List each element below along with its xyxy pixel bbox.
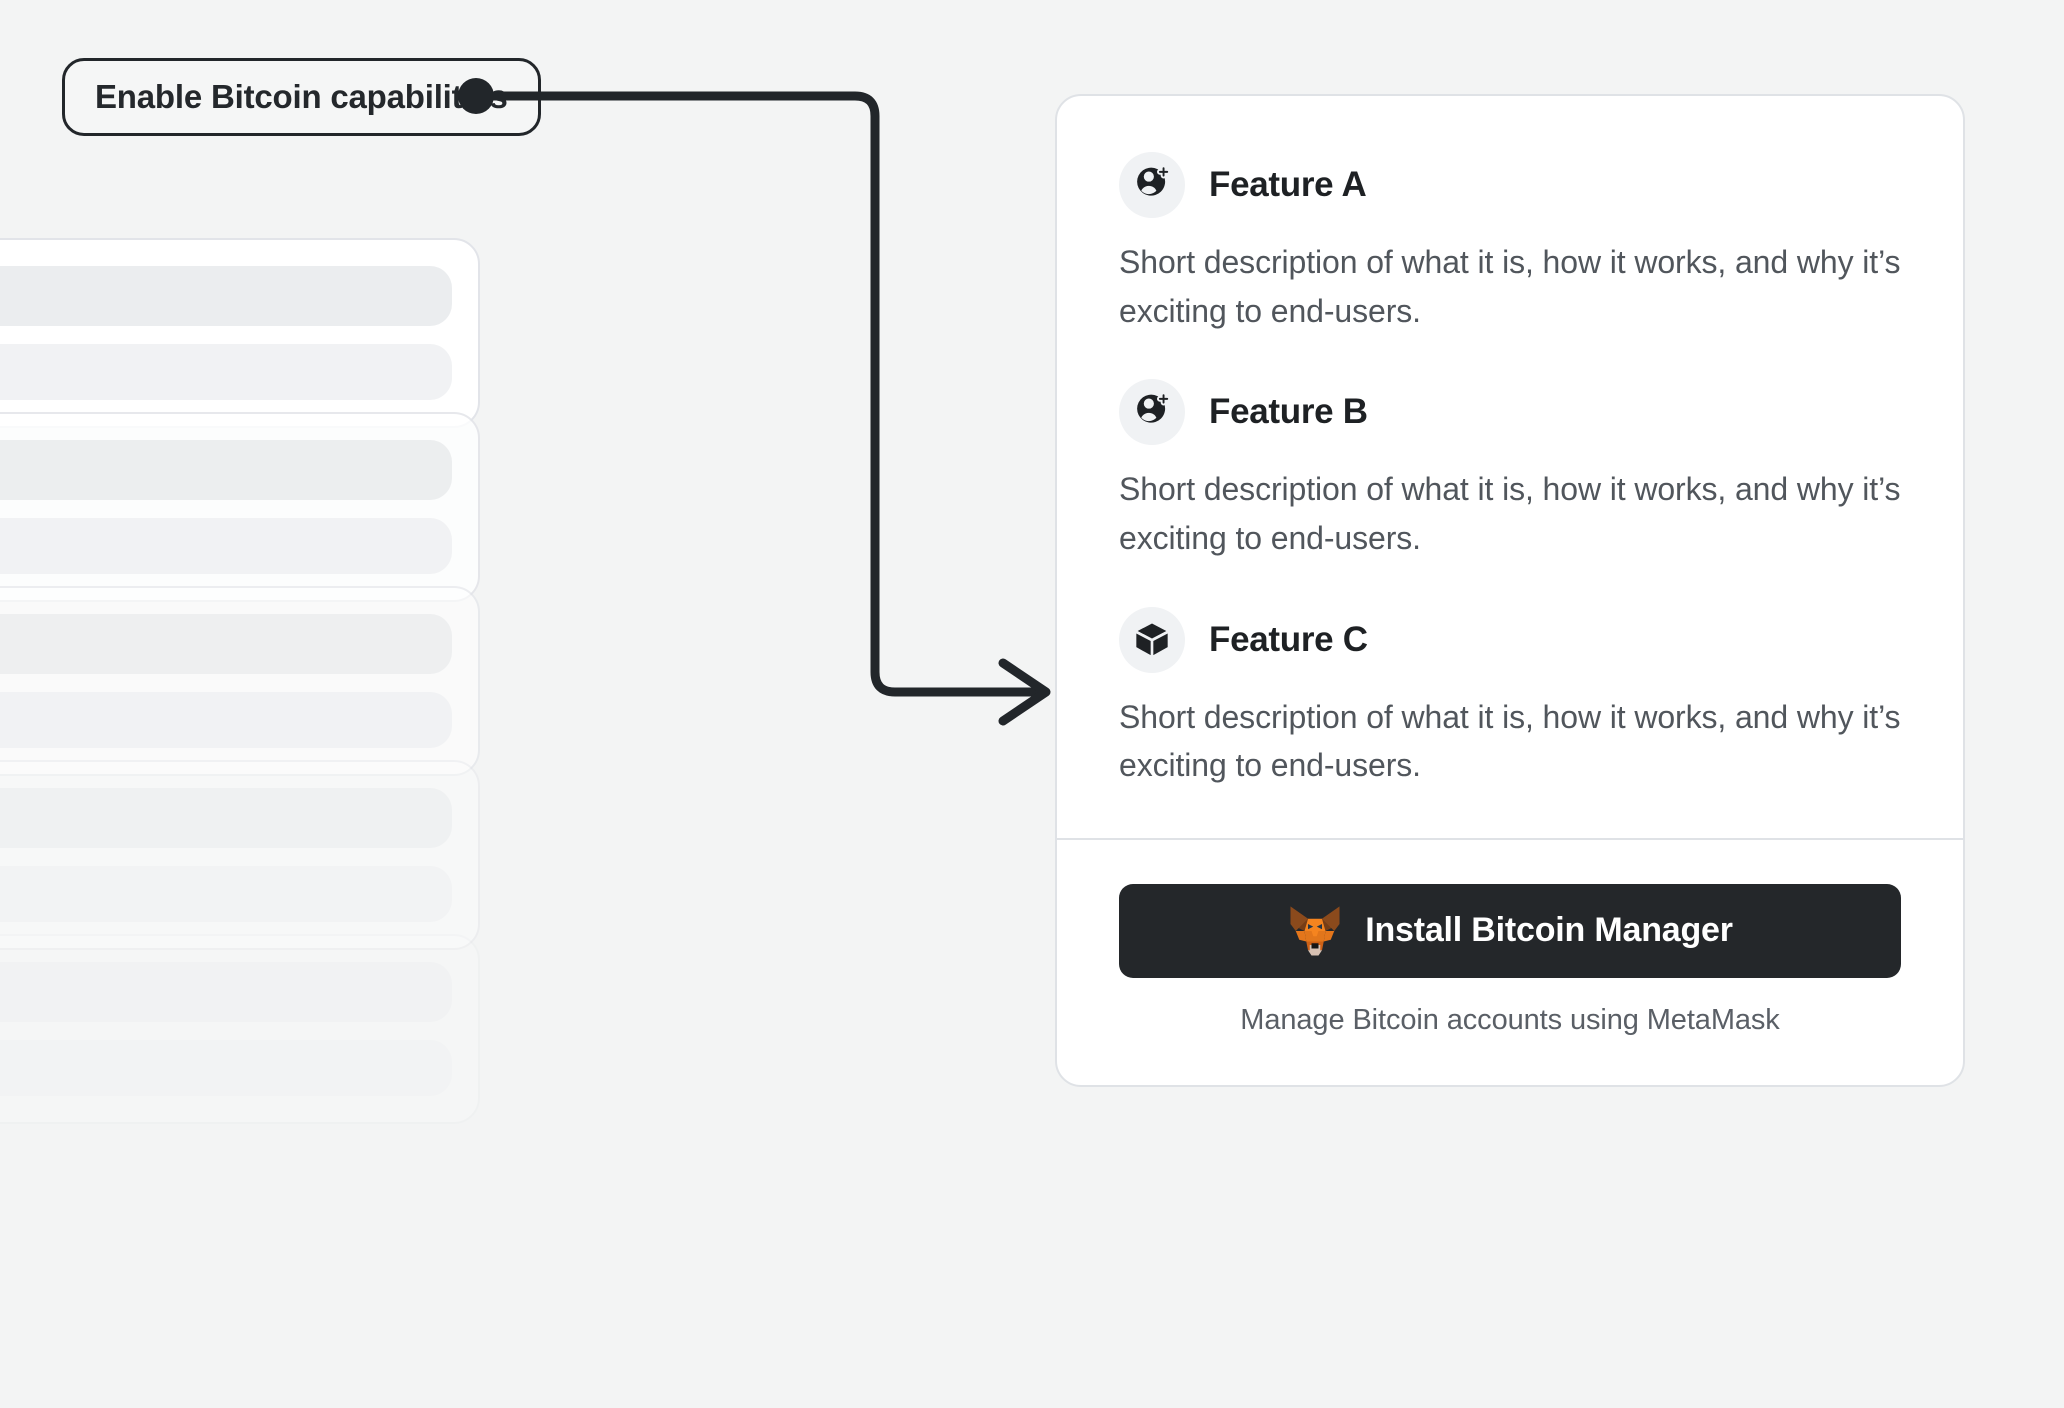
feature-description: Short description of what it is, how it … [1119, 244, 1901, 329]
feature-card: Feature A Short description of what it i… [1055, 94, 1965, 1087]
placeholder-bar [0, 440, 452, 500]
placeholder-card [0, 412, 480, 602]
footer-caption: Manage Bitcoin accounts using MetaMask [1240, 1003, 1780, 1036]
cube-icon [1119, 606, 1185, 673]
placeholder-bar [0, 692, 452, 748]
callout-label-pill[interactable]: Enable Bitcoin capabilities [62, 58, 541, 136]
placeholder-bar [0, 962, 452, 1022]
feature-header: Feature A [1119, 152, 1901, 218]
feature-item: Feature A Short description of what it i… [1119, 152, 1901, 335]
feature-header: Feature B [1119, 379, 1901, 446]
feature-title: Feature B [1209, 392, 1368, 432]
placeholder-card [0, 760, 480, 950]
user-add-icon [1119, 152, 1185, 218]
metamask-fox-icon [1287, 904, 1343, 958]
placeholder-bar [0, 344, 452, 400]
feature-title: Feature A [1209, 165, 1367, 204]
feature-description: Short description of what it is, how it … [1119, 698, 1901, 784]
placeholder-bar [0, 866, 452, 922]
feature-title: Feature C [1209, 619, 1368, 659]
feature-item: Feature B Short description of what it i… [1119, 379, 1901, 562]
user-add-icon [1119, 379, 1185, 446]
placeholder-card [0, 586, 480, 776]
placeholder-bar [0, 614, 452, 674]
placeholder-bar [0, 518, 452, 574]
card-divider [1057, 837, 1963, 840]
placeholder-card [0, 934, 480, 1124]
placeholder-card [0, 238, 480, 428]
placeholder-bar [0, 266, 452, 326]
features-section: Feature A Short description of what it i… [1057, 96, 1963, 838]
feature-header: Feature C [1119, 606, 1901, 673]
placeholder-bar [0, 788, 452, 848]
feature-item: Feature C Short description of what it i… [1119, 606, 1901, 790]
placeholder-bar [0, 1040, 452, 1096]
placeholder-card-list [0, 238, 640, 1408]
card-footer: Install Bitcoin Manager Manage Bitcoin a… [1057, 840, 1963, 1085]
connector-arrowhead [998, 658, 1051, 726]
install-button-label: Install Bitcoin Manager [1365, 911, 1733, 950]
install-bitcoin-manager-button[interactable]: Install Bitcoin Manager [1119, 883, 1901, 978]
feature-description: Short description of what it is, how it … [1119, 471, 1901, 556]
callout-label-text: Enable Bitcoin capabilities [95, 78, 508, 115]
